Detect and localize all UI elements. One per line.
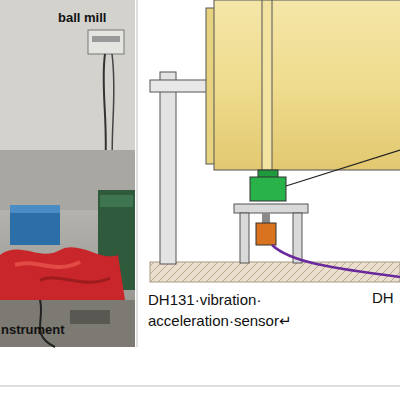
photo-caption: nstrument bbox=[1, 322, 101, 338]
sensor-label: DH131·vibration· acceleration·sensor↵ bbox=[148, 289, 298, 331]
device-label: DH bbox=[372, 289, 398, 307]
photo-caption: ball mill bbox=[58, 10, 138, 26]
ball-mill-schematic bbox=[150, 0, 400, 282]
photo bbox=[0, 0, 135, 347]
